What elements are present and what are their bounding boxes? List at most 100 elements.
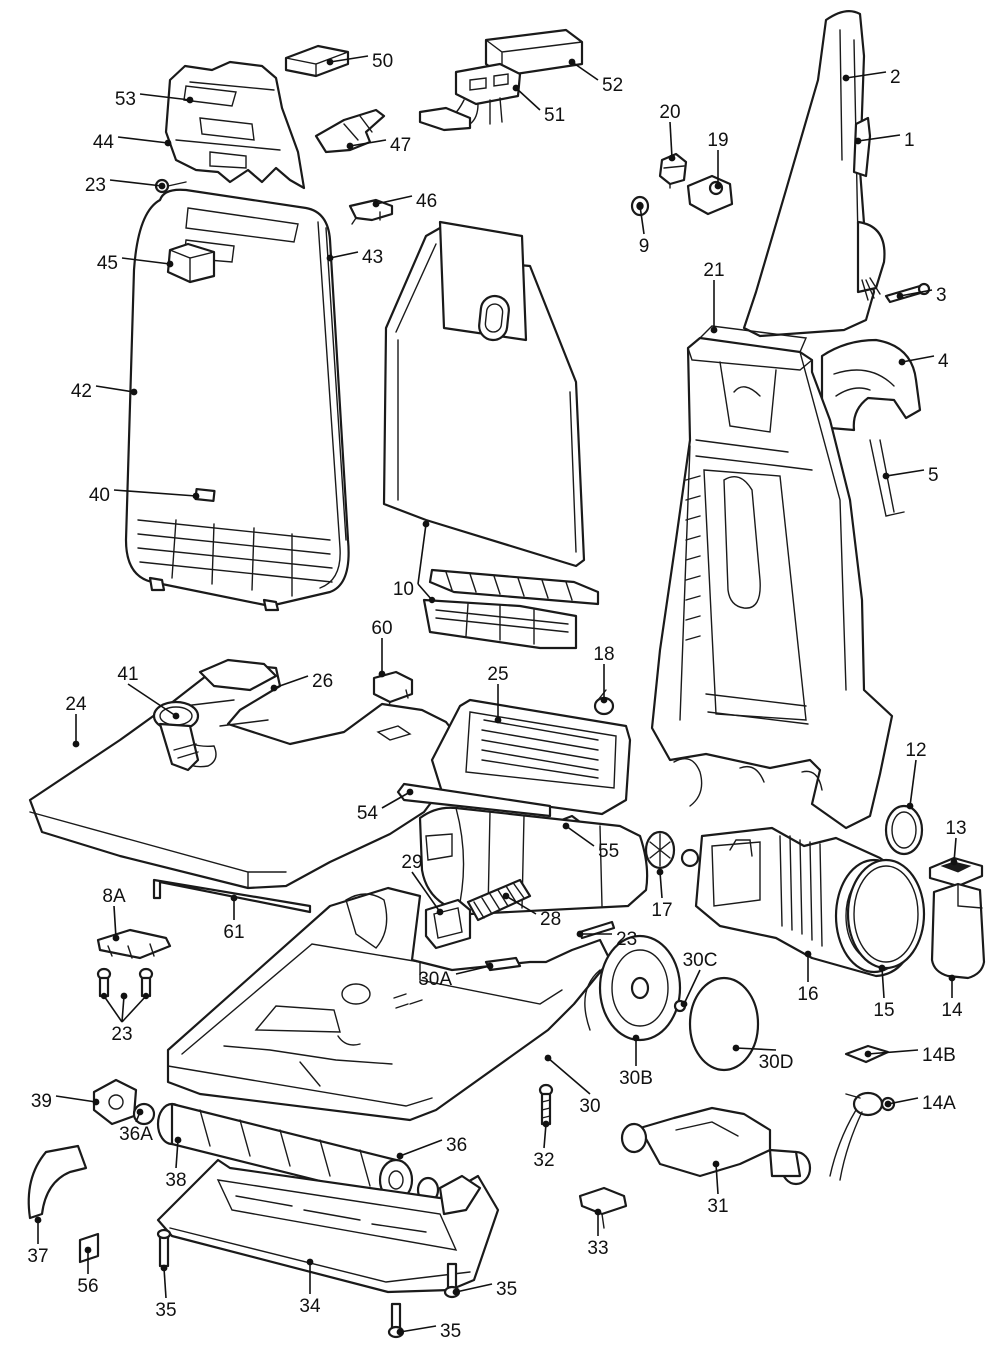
callout-30A: 30A: [418, 962, 494, 990]
part-23-screws-left: [96, 967, 154, 998]
callout-12: 12: [905, 740, 927, 810]
callout-dot: [680, 1000, 688, 1008]
callout-dot: [494, 716, 502, 724]
callout-leader: [565, 825, 595, 847]
callout-leader: [845, 71, 887, 79]
callout-label-46: 46: [416, 191, 437, 212]
callout-dot: [136, 1108, 144, 1116]
callout-label-23b: 23: [111, 1024, 132, 1045]
part-54-rod: [396, 782, 552, 818]
callout-18: 18: [593, 644, 615, 704]
callout-label-40: 40: [89, 485, 110, 506]
callout-label-23c: 23: [616, 929, 637, 950]
part-30B-wheel: [584, 934, 682, 1042]
callout-dot: [160, 1264, 168, 1272]
callout-dot: [158, 182, 166, 190]
callout-leader: [113, 905, 117, 939]
callout-label-12: 12: [905, 740, 926, 761]
callout-dot: [854, 137, 862, 145]
callout-dot: [884, 1100, 892, 1108]
callout-leader: [103, 995, 123, 1023]
callout-leader: [683, 969, 701, 1005]
callout-label-35c: 35: [440, 1321, 461, 1342]
callout-leader: [399, 1325, 437, 1333]
callout-dot: [164, 139, 172, 147]
callout-21: 21: [703, 260, 725, 334]
callout-label-2: 2: [890, 67, 901, 88]
callout-layer: 123458A91012131414A14B151617181920212323…: [27, 51, 966, 1342]
part-23-screw-center: [578, 920, 616, 940]
callout-dot: [842, 74, 850, 82]
callout-dot: [378, 670, 386, 678]
callout-leader: [121, 257, 171, 265]
callout-dot: [34, 1216, 42, 1224]
callout-1: 1: [854, 130, 915, 151]
callout-50: 50: [326, 51, 393, 72]
part-dust-bag: [382, 220, 586, 568]
callout-dot: [346, 142, 354, 150]
callout-dot: [906, 802, 914, 810]
callout-dot: [326, 254, 334, 262]
callout-leader: [121, 995, 125, 1023]
part-30D-ring: [688, 976, 760, 1072]
callout-leader: [375, 195, 413, 205]
callout-dot: [568, 58, 576, 66]
callout-dot: [948, 974, 956, 982]
callout-dot: [422, 520, 430, 528]
part-37-bumper: [27, 1144, 88, 1220]
callout-dot: [804, 950, 812, 958]
callout-dot: [542, 1120, 550, 1128]
part-33-clip: [578, 1186, 628, 1229]
callout-15: 15: [873, 964, 895, 1021]
callout-40: 40: [89, 485, 200, 506]
callout-label-33: 33: [587, 1238, 608, 1259]
callout-14: 14: [941, 974, 963, 1021]
callout-label-25: 25: [487, 664, 508, 685]
callout-label-5: 5: [928, 465, 939, 486]
callout-label-24: 24: [65, 694, 87, 715]
callout-54: 54: [357, 788, 414, 824]
callout-leader: [329, 55, 369, 63]
part-60-grommet: [372, 670, 414, 711]
callout-dot: [878, 964, 886, 972]
callout-label-30C: 30C: [683, 950, 718, 971]
callout-label-28: 28: [540, 909, 561, 930]
callout-10: 10: [393, 520, 436, 604]
callout-leader: [455, 965, 491, 975]
callout-leader: [735, 1047, 777, 1051]
callout-dot: [84, 1246, 92, 1254]
callout-leader: [715, 1163, 719, 1195]
callout-46: 46: [372, 191, 437, 212]
callout-8A: 8A: [102, 886, 126, 942]
callout-leader: [273, 675, 309, 689]
callout-leader: [163, 1267, 167, 1299]
callout-label-19: 19: [707, 130, 728, 151]
callout-label-39: 39: [31, 1091, 52, 1112]
callout-26: 26: [270, 671, 333, 692]
callout-dot: [452, 1288, 460, 1296]
callout-dot: [898, 358, 906, 366]
callout-label-47: 47: [390, 135, 411, 156]
callout-label-36A: 36A: [119, 1124, 153, 1145]
callout-16: 16: [797, 950, 819, 1005]
callout-leader: [867, 1049, 919, 1055]
callout-30: 30: [544, 1054, 601, 1117]
part-30-base: [166, 886, 612, 1122]
part-10-filters: [422, 568, 600, 650]
callout-leader: [95, 385, 135, 393]
callout-label-60: 60: [371, 618, 392, 639]
callout-dot: [396, 1152, 404, 1160]
callout-leader: [399, 1139, 443, 1157]
callout-36A: 36A: [119, 1108, 153, 1145]
callout-leader: [669, 121, 673, 159]
callout-dot: [486, 962, 494, 970]
callout-dot: [712, 1160, 720, 1168]
callout-dot: [428, 596, 436, 604]
callout-29: 29: [401, 852, 444, 916]
part-53-handle-top: [164, 60, 306, 190]
part-45-release-button: [166, 242, 216, 284]
callout-52: 52: [568, 58, 623, 96]
callout-dot: [732, 1044, 740, 1052]
callout-leader: [881, 967, 885, 999]
part-36-brushroll: [156, 1102, 414, 1202]
